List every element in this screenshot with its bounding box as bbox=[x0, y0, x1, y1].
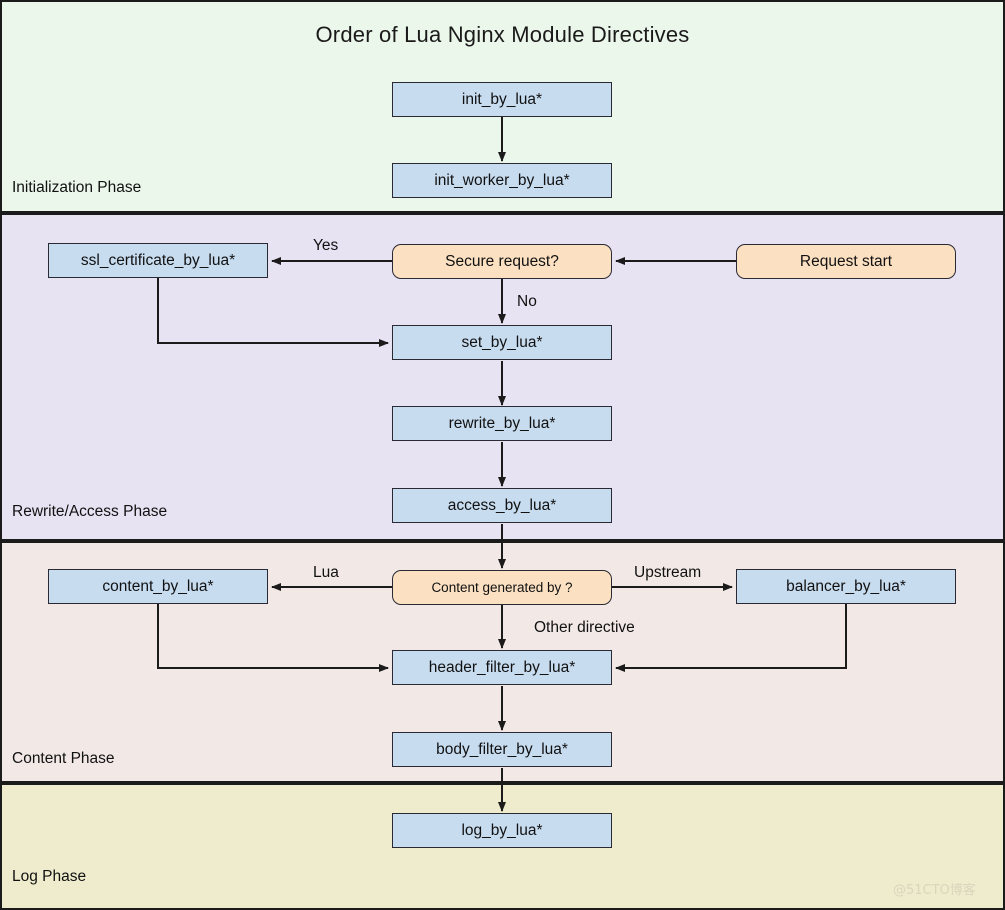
node-body-filter-by-lua[interactable]: body_filter_by_lua* bbox=[392, 732, 612, 767]
edge-label-other-directive: Other directive bbox=[534, 619, 635, 636]
edge-label-lua: Lua bbox=[313, 564, 339, 581]
node-label: Content generated by ? bbox=[431, 580, 573, 595]
node-label: set_by_lua* bbox=[461, 333, 543, 351]
edge-label-no: No bbox=[517, 293, 537, 310]
node-label: Request start bbox=[799, 252, 893, 270]
edge-label-yes: Yes bbox=[313, 237, 339, 254]
node-label: access_by_lua* bbox=[447, 496, 557, 514]
node-init-worker-by-lua[interactable]: init_worker_by_lua* bbox=[392, 163, 612, 198]
canvas-border-left bbox=[0, 0, 2, 910]
node-set-by-lua[interactable]: set_by_lua* bbox=[392, 325, 612, 360]
node-request-start[interactable]: Request start bbox=[736, 244, 956, 279]
node-label: rewrite_by_lua* bbox=[448, 414, 556, 432]
node-rewrite-by-lua[interactable]: rewrite_by_lua* bbox=[392, 406, 612, 441]
node-header-filter-by-lua[interactable]: header_filter_by_lua* bbox=[392, 650, 612, 685]
edge-label-upstream: Upstream bbox=[634, 564, 702, 581]
watermark: @51CTO博客 bbox=[893, 883, 976, 898]
node-label: ssl_certificate_by_lua* bbox=[80, 251, 236, 269]
node-label: header_filter_by_lua* bbox=[428, 658, 576, 676]
canvas-border-right bbox=[1003, 0, 1005, 910]
node-access-by-lua[interactable]: access_by_lua* bbox=[392, 488, 612, 523]
node-content-generated-by[interactable]: Content generated by ? bbox=[392, 570, 612, 605]
node-log-by-lua[interactable]: log_by_lua* bbox=[392, 813, 612, 848]
node-label: balancer_by_lua* bbox=[786, 577, 906, 595]
node-content-by-lua[interactable]: content_by_lua* bbox=[48, 569, 268, 604]
node-balancer-by-lua[interactable]: balancer_by_lua* bbox=[736, 569, 956, 604]
phase-label-content: Content Phase bbox=[12, 750, 115, 767]
node-init-by-lua[interactable]: init_by_lua* bbox=[392, 82, 612, 117]
phase-label-rewrite-access: Rewrite/Access Phase bbox=[12, 503, 168, 520]
node-label: Secure request? bbox=[445, 252, 559, 270]
phase-label-log: Log Phase bbox=[12, 868, 87, 885]
node-label: body_filter_by_lua* bbox=[436, 740, 568, 758]
node-label: init_worker_by_lua* bbox=[434, 171, 570, 189]
node-label: init_by_lua* bbox=[461, 90, 543, 108]
node-secure-request[interactable]: Secure request? bbox=[392, 244, 612, 279]
node-label: content_by_lua* bbox=[102, 577, 214, 595]
node-ssl-certificate-by-lua[interactable]: ssl_certificate_by_lua* bbox=[48, 243, 268, 278]
node-label: log_by_lua* bbox=[461, 821, 543, 839]
phase-label-initialization: Initialization Phase bbox=[12, 179, 142, 196]
diagram-title: Order of Lua Nginx Module Directives bbox=[315, 22, 690, 47]
